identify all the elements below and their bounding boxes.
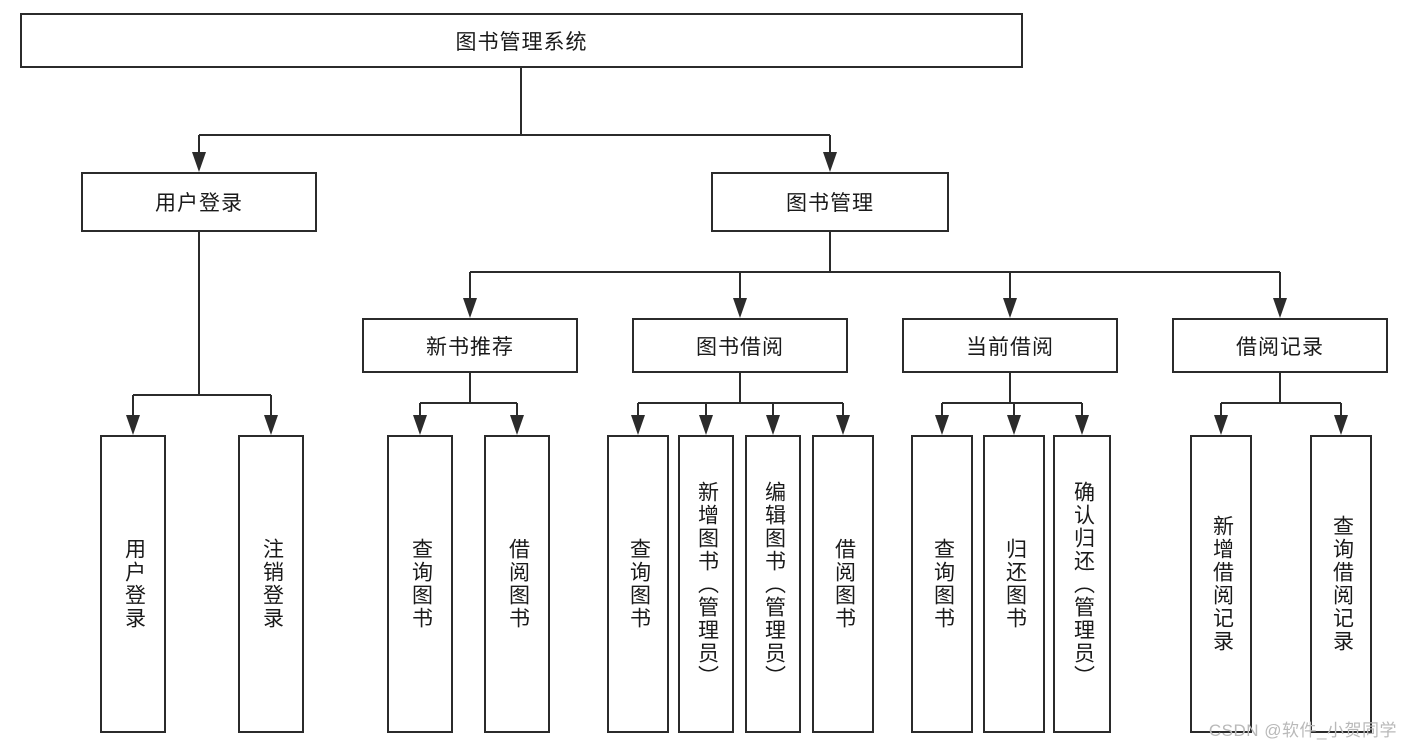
node-leaf-add-record[interactable]: 新增借阅记录 (1190, 435, 1252, 733)
watermark: CSDN @软件_小贺同学 (1208, 721, 1397, 740)
arrow-icon-root-to-level2-1 (823, 152, 837, 172)
node-label: 新增图书（管理员） (695, 480, 719, 688)
node-label: 借阅记录 (1236, 335, 1324, 359)
node-label: 图书借阅 (696, 335, 784, 359)
node-label: 编辑图书（管理员） (762, 480, 786, 688)
node-label: 新书推荐 (426, 335, 514, 359)
node-label: 归还图书 (1003, 538, 1027, 630)
arrow-icon-root-to-level2-0 (192, 152, 206, 172)
node-label: 查询图书 (931, 538, 955, 630)
node-leaf-add-book[interactable]: 新增图书（管理员） (678, 435, 734, 733)
node-leaf-query-book-1[interactable]: 查询图书 (387, 435, 453, 733)
node-label: 注销登录 (260, 538, 284, 630)
arrow-icon-bookmgmt-to-level3-2 (1003, 298, 1017, 318)
arrow-icon-newbook-to-leaves-0 (413, 415, 427, 435)
arrow-icon-bookmgmt-to-level3-0 (463, 298, 477, 318)
node-label: 图书管理系统 (455, 30, 588, 54)
node-label: 用户登录 (122, 538, 146, 630)
arrow-icon-userlogin-to-leaves-0 (126, 415, 140, 435)
node-borrow-record[interactable]: 借阅记录 (1172, 318, 1388, 373)
arrow-icon-bookborrow-to-leaves-0 (631, 415, 645, 435)
node-label: 查询图书 (409, 538, 433, 630)
node-label: 借阅图书 (506, 538, 530, 630)
node-book-management[interactable]: 图书管理 (711, 172, 949, 232)
arrow-icon-currentborrow-to-leaves-0 (935, 415, 949, 435)
node-book-borrow[interactable]: 图书借阅 (632, 318, 848, 373)
node-label: 图书管理 (786, 192, 874, 215)
node-label: 用户登录 (155, 192, 243, 215)
arrow-icon-bookborrow-to-leaves-2 (766, 415, 780, 435)
node-leaf-confirm-return[interactable]: 确认归还（管理员） (1053, 435, 1111, 733)
arrow-icon-bookmgmt-to-level3-3 (1273, 298, 1287, 318)
node-leaf-query-book-3[interactable]: 查询图书 (911, 435, 973, 733)
node-current-borrow[interactable]: 当前借阅 (902, 318, 1118, 373)
node-leaf-user-login[interactable]: 用户登录 (100, 435, 166, 733)
arrow-icon-bookmgmt-to-level3-1 (733, 298, 747, 318)
arrow-icon-userlogin-to-leaves-1 (264, 415, 278, 435)
node-leaf-logout[interactable]: 注销登录 (238, 435, 304, 733)
node-label: 新增借阅记录 (1210, 515, 1234, 653)
node-title[interactable]: 图书管理系统 (20, 13, 1023, 68)
arrow-icon-borrowrecord-to-leaves-1 (1334, 415, 1348, 435)
node-label: 查询借阅记录 (1330, 515, 1354, 653)
arrow-icon-currentborrow-to-leaves-1 (1007, 415, 1021, 435)
node-label: 当前借阅 (966, 335, 1054, 359)
arrow-icon-bookborrow-to-leaves-1 (699, 415, 713, 435)
node-leaf-borrow-book-1[interactable]: 借阅图书 (484, 435, 550, 733)
arrow-icon-borrowrecord-to-leaves-0 (1214, 415, 1228, 435)
node-label: 查询图书 (627, 538, 651, 630)
node-user-login[interactable]: 用户登录 (81, 172, 317, 232)
node-label: 借阅图书 (832, 538, 856, 630)
arrow-icon-bookborrow-to-leaves-3 (836, 415, 850, 435)
node-leaf-edit-book[interactable]: 编辑图书（管理员） (745, 435, 801, 733)
node-new-book-recommend[interactable]: 新书推荐 (362, 318, 578, 373)
arrow-icon-newbook-to-leaves-1 (510, 415, 524, 435)
arrow-icon-currentborrow-to-leaves-2 (1075, 415, 1089, 435)
node-leaf-query-record[interactable]: 查询借阅记录 (1310, 435, 1372, 733)
node-leaf-query-book-2[interactable]: 查询图书 (607, 435, 669, 733)
node-leaf-borrow-book-2[interactable]: 借阅图书 (812, 435, 874, 733)
node-leaf-return-book[interactable]: 归还图书 (983, 435, 1045, 733)
node-label: 确认归还（管理员） (1071, 480, 1095, 688)
